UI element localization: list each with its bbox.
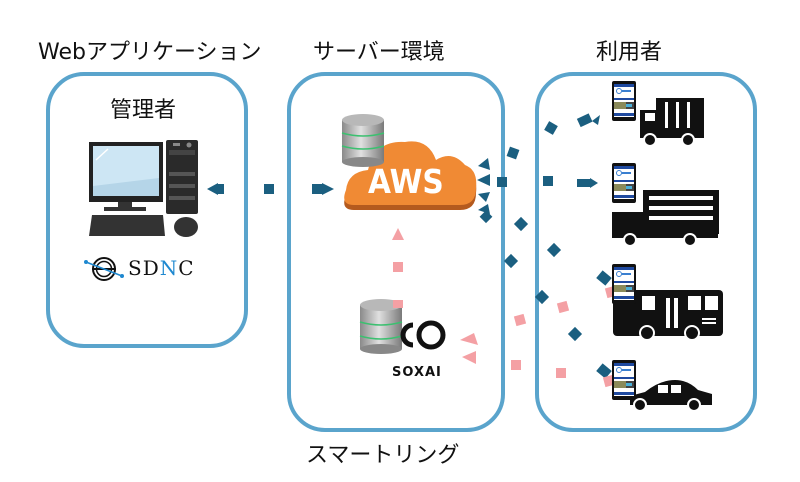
smartring-label: スマートリング bbox=[306, 443, 460, 468]
sdnc-logo-mark-icon bbox=[84, 257, 124, 281]
smartphone-icon bbox=[611, 162, 637, 204]
large-truck-icon bbox=[612, 190, 719, 247]
admin-panel bbox=[46, 72, 248, 348]
soxai-database-icon bbox=[359, 299, 403, 354]
web-app-title: Webアプリケーション bbox=[38, 40, 262, 65]
sdnc-logo-letter: S bbox=[128, 256, 143, 280]
soxai-logo-text: SOXAI bbox=[392, 365, 442, 380]
desktop-computer-icon bbox=[89, 140, 198, 237]
aws-users-data-flow bbox=[477, 113, 612, 379]
light-truck-icon bbox=[640, 98, 704, 147]
sdnc-logo-letter: C bbox=[178, 256, 195, 280]
server-title: サーバー環境 bbox=[313, 40, 445, 65]
users-soxai-ring-flow bbox=[460, 285, 618, 388]
server-panel bbox=[287, 72, 505, 432]
sdnc-logo-letter: D bbox=[142, 256, 160, 280]
users-title: 利用者 bbox=[596, 40, 663, 65]
sdnc-logo-letter: N bbox=[159, 256, 179, 280]
aws-database-icon bbox=[341, 114, 385, 167]
admin-server-data-flow bbox=[207, 183, 334, 195]
ring-to-aws-flow bbox=[392, 228, 404, 308]
smartphone-icon bbox=[611, 80, 637, 122]
sdnc-logo-text: SDNC bbox=[128, 256, 195, 280]
soxai-ring-logo-icon bbox=[400, 320, 446, 350]
smartphone-icon bbox=[611, 263, 637, 305]
car-icon bbox=[630, 380, 712, 412]
aws-label: AWS bbox=[368, 162, 444, 201]
sdnc-logo-text-value: SDNC bbox=[128, 256, 195, 280]
smartphone-icon bbox=[611, 359, 637, 401]
admin-label: 管理者 bbox=[110, 98, 177, 123]
bus-icon bbox=[613, 290, 723, 341]
